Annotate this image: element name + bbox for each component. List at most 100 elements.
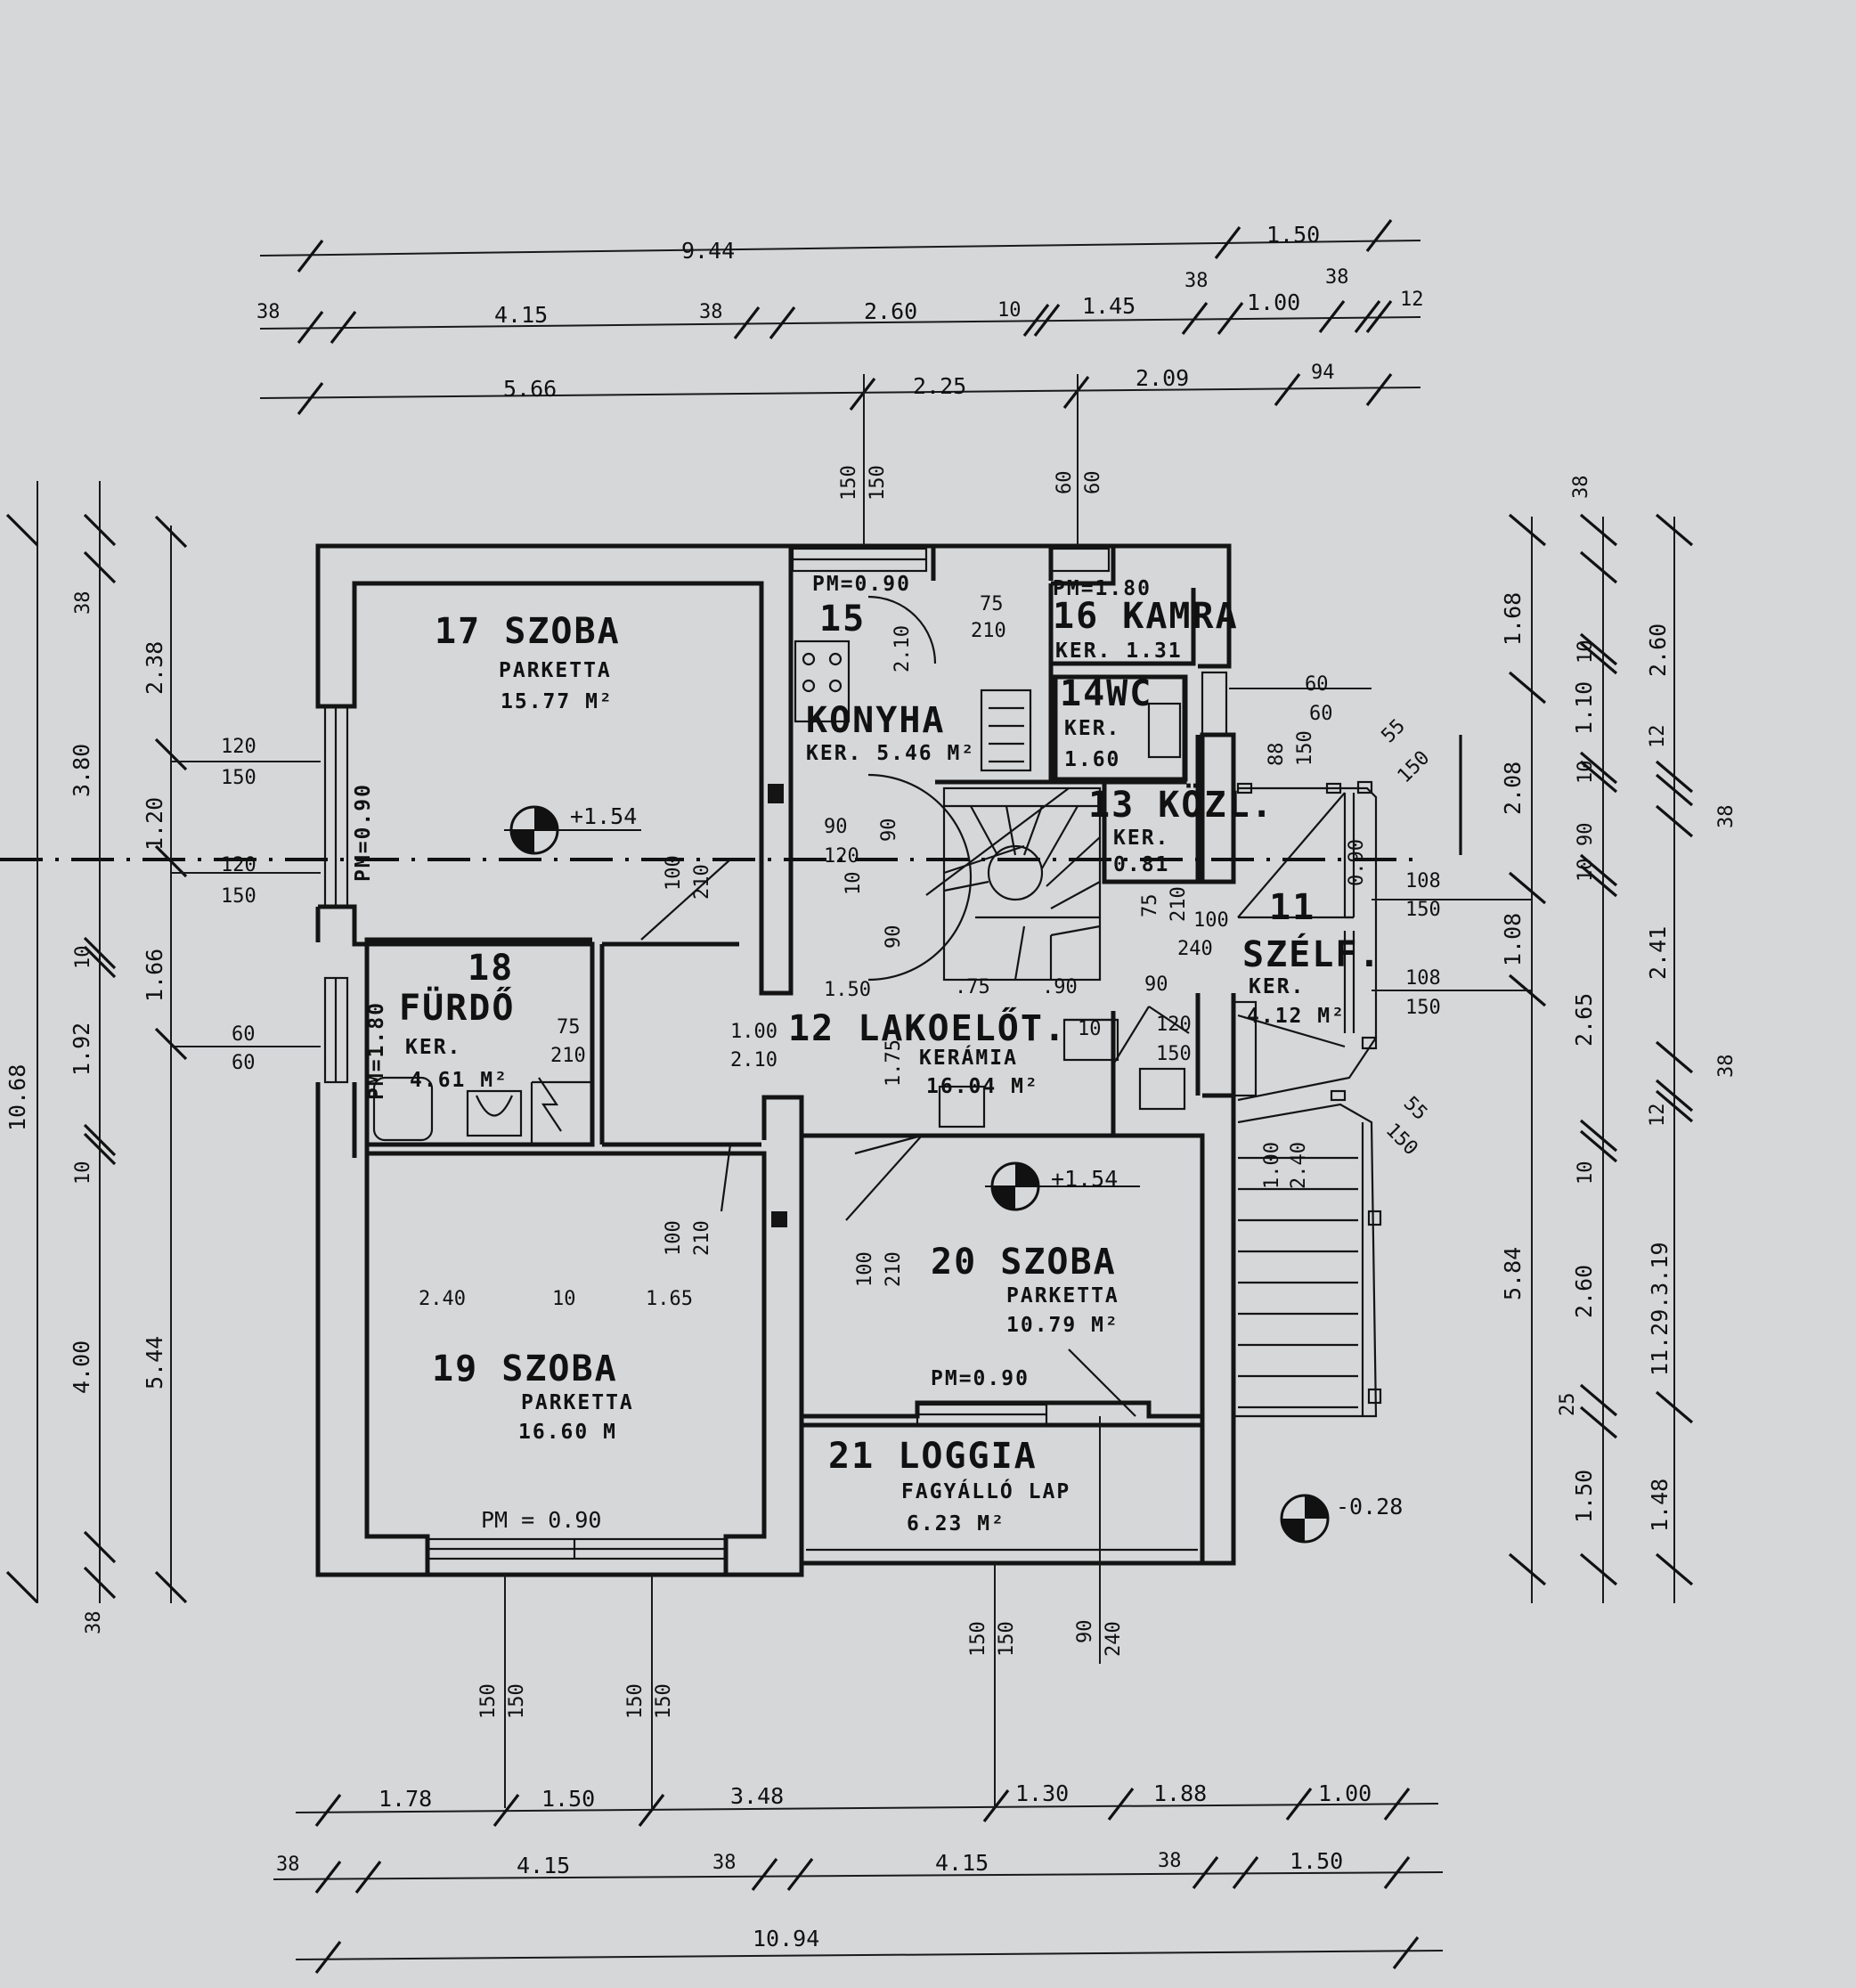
open-d17-2: 210	[691, 864, 713, 900]
open-misc-10: 1.00	[1261, 1142, 1283, 1189]
room19-area: 16.60 M	[518, 1421, 617, 1444]
dim-top-38a: 38	[256, 301, 281, 323]
dim-bottom-38c: 38	[1158, 1850, 1182, 1872]
dim-right-1-10: 1.10	[1571, 681, 1597, 735]
room11-name: SZÉLF.	[1242, 933, 1382, 975]
open-top60-2: 60	[1082, 471, 1104, 495]
porch-11	[1236, 780, 1378, 1102]
dim-right-38b: 38	[1715, 805, 1738, 829]
room16-sill: PM=1.80	[1053, 577, 1152, 600]
open-d20-1: 100	[854, 1251, 876, 1287]
dim-right-10d: 10	[1575, 1161, 1597, 1185]
open-bw19a-2: 150	[506, 1683, 528, 1719]
room11-area: 4.12 M²	[1247, 1005, 1346, 1028]
open-d20-2: 210	[883, 1251, 905, 1287]
room21-title: 21 LOGGIA	[828, 1436, 1038, 1477]
opening-labels: 120 150 120 150 60 60 150 150 60 60 75 2…	[221, 465, 1441, 1719]
open-misc-3: 1.75	[883, 1039, 905, 1087]
washbasin	[466, 1089, 523, 1137]
room14-area: 1.60	[1064, 748, 1120, 771]
wc-fixture	[1147, 702, 1182, 759]
room13-area: 0.81	[1113, 853, 1169, 876]
open-w11a-2: 150	[1405, 899, 1441, 921]
room17-sill: PM=0.90	[352, 783, 375, 882]
room12-area: 16.04 M²	[926, 1075, 1039, 1098]
bathtub	[372, 1076, 434, 1142]
room14-title: 14WC	[1060, 673, 1152, 714]
open-w11b-1: 108	[1405, 967, 1441, 990]
dim-top-1-00: 1.00	[1247, 289, 1300, 315]
open-stair-b1: 55	[1399, 1093, 1431, 1125]
room-labels: 17 SZOBA PARKETTA 15.77 M² PM=0.90 +1.54…	[352, 573, 1403, 1536]
level-symbol-outside	[1280, 1494, 1330, 1544]
wall-wc-box	[1053, 674, 1188, 782]
dim-left-2-38: 2.38	[142, 641, 167, 695]
dim-right-5-84: 5.84	[1500, 1247, 1526, 1300]
dim-top-4-15: 4.15	[494, 302, 548, 328]
room11-floor: KER.	[1249, 975, 1305, 998]
open-d12-1: 1.00	[730, 1021, 777, 1043]
open-w11c-1: 88	[1266, 743, 1288, 767]
dim-right-10a: 10	[1575, 640, 1597, 664]
open-top60-1: 60	[1054, 471, 1076, 495]
dim-right-2-60b: 2.60	[1645, 623, 1671, 677]
open-d11-1: 120	[1156, 1014, 1192, 1036]
open-inner-3: .90	[1042, 976, 1078, 998]
open-w17-a1: 120	[221, 736, 256, 758]
open-misc-8: 90	[878, 819, 900, 843]
open-bw21a-1: 150	[967, 1621, 989, 1657]
dimension-labels-right: 1.68 2.08 1.08 5.84 38 10 1.10 10 90 10 …	[1500, 476, 1738, 1533]
open-misc-5: 90	[883, 925, 905, 949]
dim-bottom-10-94: 10.94	[753, 1926, 819, 1951]
open-inner-1: 1.50	[824, 979, 871, 1001]
dim-right-90: 90	[1575, 823, 1597, 847]
open-w17-b2: 150	[221, 885, 256, 908]
open-top150-1: 150	[838, 465, 860, 501]
wall-bath18	[364, 941, 595, 1147]
open-d13-2: 240	[1177, 938, 1213, 960]
room17-title: 17 SZOBA	[435, 611, 621, 652]
open-bw21a-2: 150	[996, 1621, 1018, 1657]
room18-number: 18	[468, 948, 514, 989]
dim-left-38a: 38	[72, 591, 94, 615]
dim-bottom-38b: 38	[712, 1852, 737, 1874]
open-w18-2: 60	[232, 1052, 256, 1074]
room15-number: 15	[819, 599, 866, 640]
open-misc-7: 10	[1078, 1018, 1102, 1040]
dimension-labels-bottom: 1.78 1.50 3.48 1.30 1.88 1.00 38 4.15 38…	[276, 1780, 1372, 1951]
level-room20: +1.54	[1051, 1166, 1118, 1192]
dim-left-10a: 10	[72, 946, 94, 970]
room17-floor: PARKETTA	[499, 659, 612, 682]
level-outside: -0.28	[1336, 1494, 1403, 1520]
dim-right-25: 25	[1557, 1393, 1579, 1417]
open-kt-2: 120	[824, 845, 859, 868]
dim-top-5-66: 5.66	[503, 376, 557, 402]
open-kdoor-2: 210	[971, 620, 1006, 642]
open-misc-1: 10	[552, 1288, 576, 1310]
dim-left-3-80: 3.80	[69, 744, 94, 797]
dim-right-12a: 12	[1647, 725, 1669, 749]
exterior-stair	[1233, 1103, 1382, 1418]
open-kside-2: 60	[1309, 703, 1333, 725]
dim-top-9-44: 9.44	[681, 238, 735, 264]
dim-left-1-92: 1.92	[69, 1023, 94, 1076]
dim-left-10-68: 10.68	[4, 1064, 30, 1131]
room15-sill: PM=0.90	[812, 573, 911, 596]
open-misc-0: 2.40	[419, 1288, 466, 1310]
dim-bottom-1-50b: 1.50	[1290, 1848, 1343, 1874]
open-misc-13: 210	[1168, 886, 1190, 922]
dim-bottom-1-30: 1.30	[1015, 1780, 1069, 1806]
dimension-lines-right	[1229, 513, 1694, 1603]
wall-room19	[367, 1095, 804, 1577]
dim-top-38c: 38	[1184, 270, 1209, 292]
room17-area: 15.77 M²	[501, 690, 614, 713]
dim-bottom-1-88: 1.88	[1153, 1780, 1207, 1806]
room12-title: 12 LAKOELŐT.	[788, 1006, 1067, 1049]
dim-right-2-08: 2.08	[1500, 762, 1526, 815]
open-misc-12: 75	[1139, 894, 1161, 918]
dim-top-2-09: 2.09	[1136, 365, 1189, 391]
dim-right-10c: 10	[1575, 859, 1597, 883]
open-w11c-2: 150	[1294, 730, 1316, 766]
dim-right-2-60: 2.60	[1571, 1265, 1597, 1318]
